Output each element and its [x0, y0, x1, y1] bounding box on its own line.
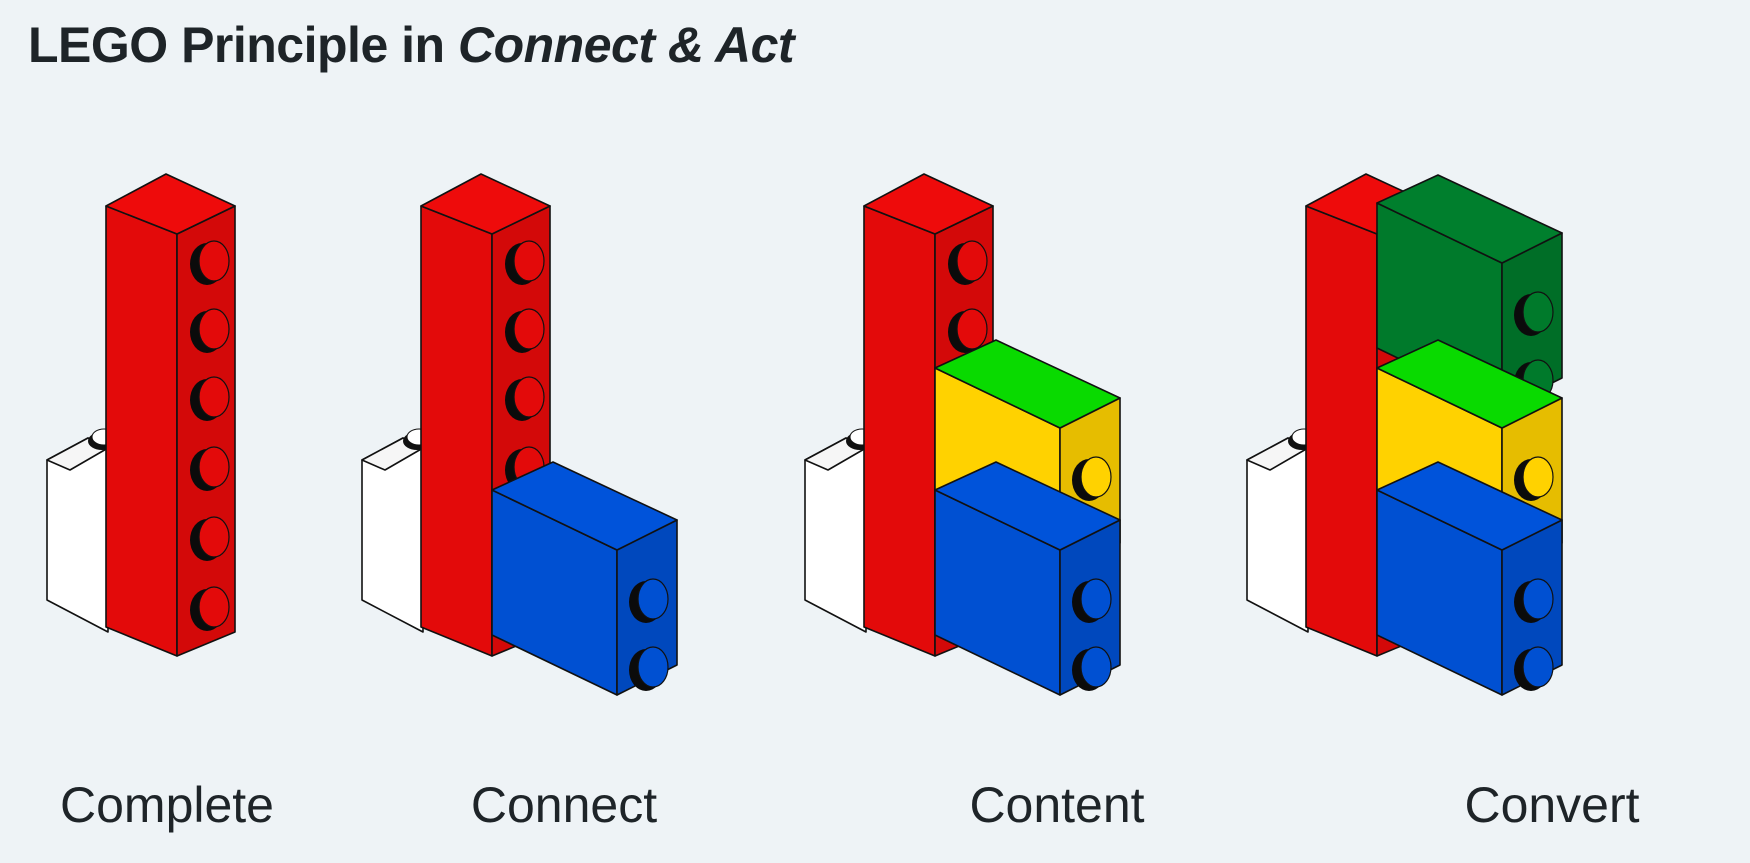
- stage-convert: [1246, 173, 1563, 696]
- stud-top: [513, 240, 545, 282]
- white-brick-front: [361, 437, 424, 633]
- blue-brick-top: [934, 461, 1121, 551]
- blue-brick: [491, 461, 678, 696]
- stage-label-connect: Connect: [470, 777, 658, 833]
- green-brick-top: [1376, 174, 1563, 264]
- red-column-top: [863, 173, 994, 235]
- stud-top: [956, 308, 988, 350]
- blue-brick: [1376, 461, 1563, 696]
- stage-label-content: Content: [969, 777, 1145, 833]
- stage-complete: [46, 173, 236, 657]
- stage-content: [804, 173, 1121, 696]
- red-stud-4: [190, 446, 230, 491]
- red-stud-1: [948, 240, 988, 285]
- stud-top: [1522, 646, 1554, 688]
- blue-brick-stud-1: [1072, 578, 1112, 623]
- blue-brick-stud-1: [1514, 578, 1554, 623]
- red-column-front: [863, 205, 936, 657]
- blue-brick-top: [1376, 461, 1563, 551]
- red-column-top: [420, 173, 551, 235]
- stud-top: [1080, 456, 1112, 498]
- blue-brick-stud-2: [629, 646, 669, 691]
- yellow-brick-top: [934, 339, 1121, 429]
- stud-top: [198, 516, 230, 558]
- stud-top: [1080, 646, 1112, 688]
- stage-label-convert: Convert: [1464, 777, 1640, 833]
- blue-brick-stud-2: [1514, 646, 1554, 691]
- yellow-brick-stud-1: [1072, 456, 1112, 501]
- title-emphasis: Connect & Act: [457, 17, 795, 73]
- red-column-front: [420, 205, 493, 657]
- title-prefix: LEGO Principle in: [28, 17, 458, 73]
- stud-top: [198, 240, 230, 282]
- red-stud-3: [505, 376, 545, 421]
- blue-brick-top: [491, 461, 678, 551]
- stud-top: [513, 376, 545, 418]
- red-column-top: [105, 173, 236, 235]
- white-brick-front: [1246, 437, 1309, 633]
- stud-top: [1522, 291, 1554, 333]
- white-brick-front: [804, 437, 867, 633]
- red-column-front: [1305, 205, 1378, 657]
- yellow-brick-top: [1376, 339, 1563, 429]
- stud-top: [637, 578, 669, 620]
- blue-brick-stud-1: [629, 578, 669, 623]
- stud-top: [198, 308, 230, 350]
- red-stud-2: [190, 308, 230, 353]
- stage-label-complete: Complete: [60, 777, 274, 833]
- stud-top: [198, 376, 230, 418]
- green-brick-stud-1: [1514, 291, 1554, 336]
- red-stud-5: [190, 516, 230, 561]
- red-column-brick: [105, 173, 236, 657]
- white-brick-front: [46, 437, 109, 633]
- red-stud-6: [190, 586, 230, 631]
- stud-top: [198, 446, 230, 488]
- red-stud-2: [948, 308, 988, 353]
- stud-top: [1080, 578, 1112, 620]
- red-stud-2: [505, 308, 545, 353]
- stud-top: [1522, 578, 1554, 620]
- blue-brick-stud-2: [1072, 646, 1112, 691]
- stud-top: [637, 646, 669, 688]
- yellow-brick-stud-1: [1514, 456, 1554, 501]
- red-stud-1: [505, 240, 545, 285]
- page-title: LEGO Principle in Connect & Act: [28, 16, 795, 74]
- white-base-brick: [804, 428, 875, 633]
- stud-top: [1522, 456, 1554, 498]
- red-column-front: [105, 205, 178, 657]
- blue-brick: [934, 461, 1121, 696]
- red-stud-1: [190, 240, 230, 285]
- stud-top: [956, 240, 988, 282]
- stud-top: [513, 308, 545, 350]
- stud-top: [198, 586, 230, 628]
- red-stud-3: [190, 376, 230, 421]
- stage-connect: [361, 173, 678, 696]
